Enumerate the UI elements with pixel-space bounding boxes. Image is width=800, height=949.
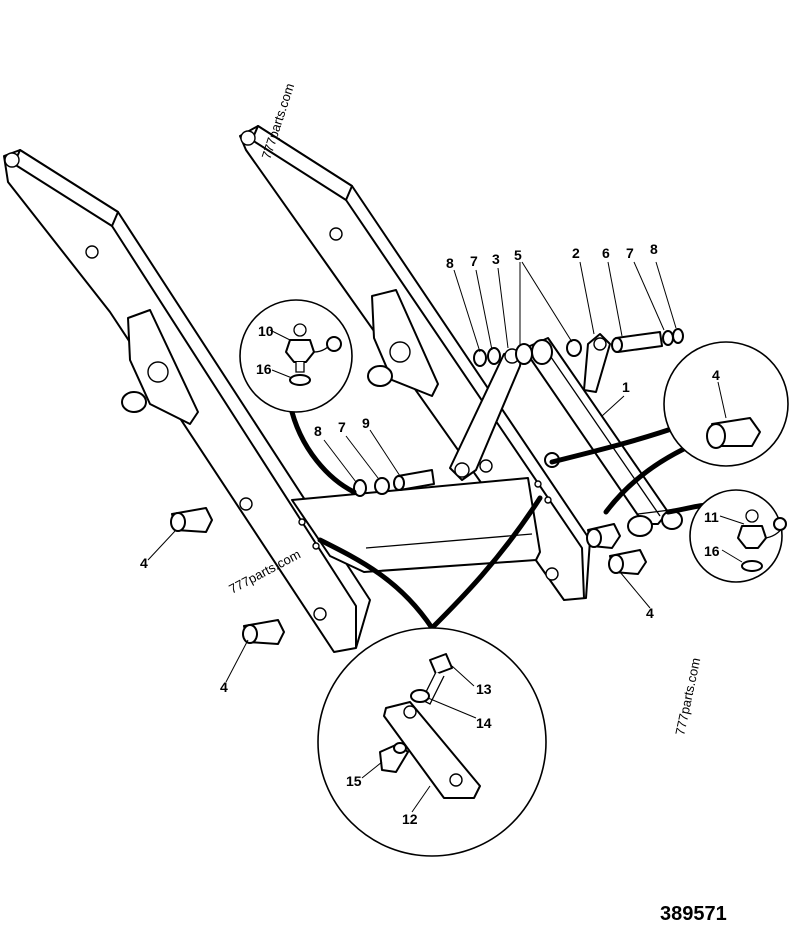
left-boom-arm xyxy=(3,149,371,653)
callout-7-top: 7 xyxy=(470,253,478,269)
callout-3: 3 xyxy=(492,251,500,267)
callout-13: 13 xyxy=(476,681,492,697)
callout-4-right: 4 xyxy=(646,605,654,621)
callout-9: 9 xyxy=(362,415,370,431)
callout-8-mid: 8 xyxy=(314,423,322,439)
callout-1: 1 xyxy=(622,379,630,395)
callout-7-right: 7 xyxy=(626,245,634,261)
watermark-right: 777parts.com xyxy=(672,656,703,736)
detail-retaining-plate xyxy=(317,627,547,857)
detail-bush xyxy=(663,341,789,467)
link-assembly xyxy=(353,328,684,537)
callout-16-right: 16 xyxy=(704,543,720,559)
callout-labels: 1 2 6 7 8 8 7 3 5 10 16 8 7 9 4 11 16 4 … xyxy=(140,241,720,827)
callout-8-top: 8 xyxy=(446,255,454,271)
callout-6: 6 xyxy=(602,245,610,261)
callout-7-mid: 7 xyxy=(338,419,346,435)
leader-lines xyxy=(147,261,745,813)
callout-5: 5 xyxy=(514,247,522,263)
callout-4-detail: 4 xyxy=(712,367,720,383)
detail-grease-nipple-left xyxy=(239,299,353,413)
callout-11: 11 xyxy=(704,509,719,525)
cross-member xyxy=(291,477,541,573)
callout-10: 10 xyxy=(258,323,274,339)
document-number: 389571 xyxy=(660,903,727,925)
callout-4-left: 4 xyxy=(140,555,148,571)
callout-4-bottom: 4 xyxy=(220,679,228,695)
bushes xyxy=(170,507,647,645)
detail-grease-nipple-right xyxy=(689,489,787,583)
callout-16-left: 16 xyxy=(256,361,272,377)
callout-2: 2 xyxy=(572,245,580,261)
detail-leader-bands xyxy=(287,401,711,631)
callout-12: 12 xyxy=(402,811,418,827)
callout-8-right: 8 xyxy=(650,241,658,257)
callout-15: 15 xyxy=(346,773,362,789)
callout-14: 14 xyxy=(476,715,492,731)
